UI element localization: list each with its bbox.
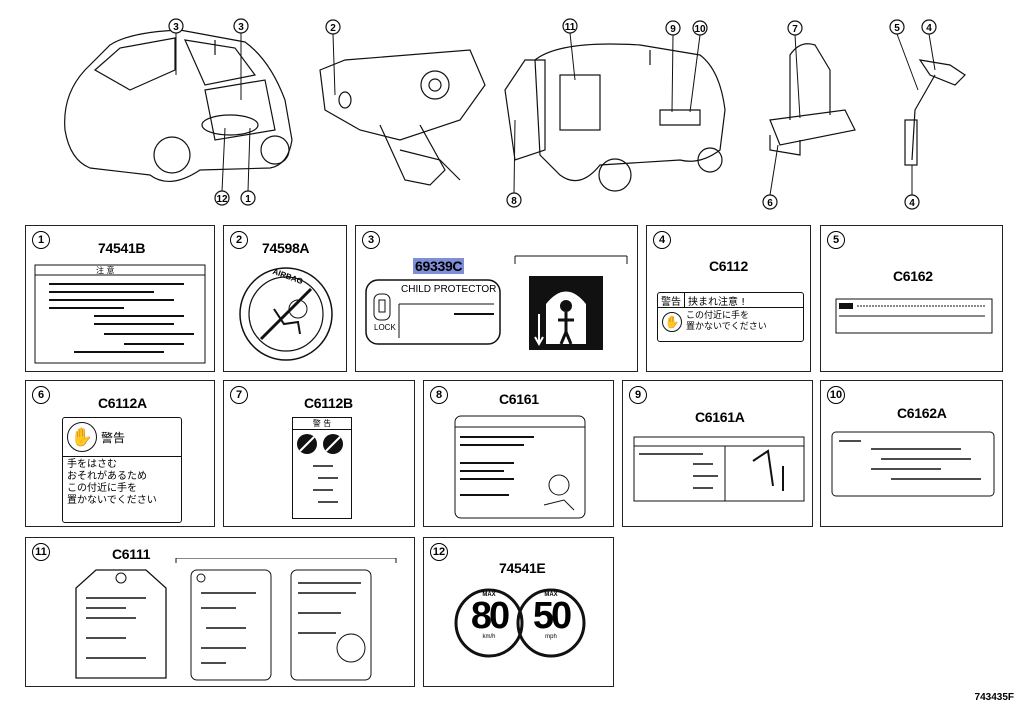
part-code: 74541B <box>98 240 146 256</box>
part-code: C6161A <box>695 409 745 425</box>
no-hand-icon: ✋ <box>662 312 682 332</box>
label-panel-9[interactable]: 9 C6161A <box>622 380 813 527</box>
part-code: C6112A <box>98 395 147 411</box>
label-panel-10[interactable]: 10 C6162A <box>820 380 1003 527</box>
label-panel-6[interactable]: 6 C6112A ✋ 警告 手をはさむ おそれがあるため この付近に手を 置かな… <box>25 380 215 527</box>
hang-tag-illustration <box>75 558 397 681</box>
label-illustration <box>297 434 343 503</box>
dashboard-illustration <box>319 49 486 186</box>
seat-illustration <box>769 43 856 156</box>
callout-top: 12 <box>216 194 228 205</box>
callout-top: 8 <box>511 196 517 207</box>
diagram-reference: 743435F <box>974 692 1014 703</box>
label-panel-2[interactable]: 2 74598A AIRBAG <box>223 225 347 372</box>
label-body-line: 手をはさむ <box>67 459 117 470</box>
label-panel-5[interactable]: 5 C6162 <box>820 225 1003 372</box>
pinch-warning-label: 警告 挟まれ注意 ! ✋ この付近に手を 置かないでください <box>657 292 804 342</box>
unit-mph: mph <box>545 634 557 640</box>
part-code: C6111 <box>112 546 151 562</box>
lift-seat-label <box>454 415 586 519</box>
panel-number: 3 <box>362 231 380 249</box>
pinch-caution-text: 挟まれ注意 ! <box>688 297 746 308</box>
label-body-line: この付近に手を <box>67 483 137 494</box>
child-protector-label <box>365 279 501 345</box>
part-code-highlighted[interactable]: 69339C <box>413 258 465 274</box>
warning-heading: 警 告 <box>293 418 351 430</box>
callout-top: 4 <box>926 23 932 34</box>
seat-warning-label: 警 告 <box>292 417 352 519</box>
label-body-line: おそれがあるため <box>67 471 147 482</box>
part-code: C6161 <box>499 391 539 407</box>
airbag-warning-icon <box>239 267 333 361</box>
label-panel-11[interactable]: 11 C6111 <box>25 537 415 687</box>
child-protector-title: CHILD PROTECTOR <box>401 284 497 295</box>
callout-top: 6 <box>767 198 773 209</box>
part-code: C6112B <box>304 395 353 411</box>
warning-heading: 警告 <box>101 430 126 445</box>
panel-number: 1 <box>32 231 50 249</box>
label-body-line: この付近に手を <box>686 311 750 321</box>
label-panel-3[interactable]: 3 69339C CHILD PROTECTOR LOCK <box>355 225 638 372</box>
callout-top: 3 <box>238 22 244 33</box>
child-lock-icon <box>514 255 628 350</box>
speed-value-kmh: 80 <box>470 595 510 637</box>
no-hand-icon: ✋ <box>67 422 97 452</box>
label-panel-1[interactable]: 1 74541B 注 意 <box>25 225 215 372</box>
hand-warning-label: ✋ 警告 手をはさむ おそれがあるため この付近に手を 置かないでください <box>62 417 182 523</box>
unit-kmh: km/h <box>482 634 496 640</box>
max-text: MAX <box>482 592 496 598</box>
label-illustration <box>835 298 993 334</box>
label-panel-4[interactable]: 4 C6112 警告 挟まれ注意 ! ✋ この付近に手を 置かないでください <box>646 225 811 372</box>
max-text: MAX <box>544 592 558 598</box>
warning-heading: 警告 <box>658 293 685 308</box>
lock-text: LOCK <box>374 323 396 332</box>
callout-top: 4 <box>909 198 915 209</box>
part-code: C6112 <box>709 258 748 274</box>
panel-number: 2 <box>230 231 248 249</box>
panel-number: 6 <box>32 386 50 404</box>
panel-number: 7 <box>230 386 248 404</box>
label-illustration <box>34 264 206 364</box>
panel-number: 8 <box>430 386 448 404</box>
label-body-line: 置かないでください <box>67 495 157 506</box>
label-panel-8[interactable]: 8 C6161 <box>423 380 614 527</box>
callout-top: 1 <box>245 194 251 205</box>
panel-number: 12 <box>430 543 448 561</box>
speed-value-mph: 50 <box>532 595 572 637</box>
seatbelt-illustration <box>904 59 966 166</box>
part-code: 74541E <box>499 560 546 576</box>
vehicle-illustrations: 3 3 2 11 9 10 7 5 4 12 1 8 6 4 <box>64 18 966 210</box>
part-code: C6162 <box>893 268 933 284</box>
callout-top: 9 <box>670 24 676 35</box>
part-code: 74598A <box>262 240 310 256</box>
car-open-doors-illustration <box>504 43 726 192</box>
label-body-line: 置かないでください <box>686 322 767 332</box>
callout-top: 2 <box>330 23 336 34</box>
label-heading: 注 意 <box>96 266 115 275</box>
part-code: C6162A <box>897 405 947 421</box>
label-panel-12[interactable]: 12 74541E MAX 80 km/h MAX 50 mph <box>423 537 614 687</box>
panel-number: 4 <box>653 231 671 249</box>
callout-top: 11 <box>565 22 576 33</box>
callout-top: 7 <box>792 24 798 35</box>
lift-warning-label <box>633 436 805 502</box>
label-illustration <box>831 431 995 497</box>
panel-number: 5 <box>827 231 845 249</box>
label-panel-7[interactable]: 7 C6112B 警 告 <box>223 380 415 527</box>
callout-top: 10 <box>694 24 706 35</box>
panel-number: 9 <box>629 386 647 404</box>
car-rear-view-illustration <box>64 29 293 182</box>
speed-limit-label <box>454 588 586 658</box>
panel-number: 10 <box>827 386 845 404</box>
panel-number: 11 <box>32 543 50 561</box>
callout-top: 5 <box>894 23 900 34</box>
callout-top: 3 <box>173 22 179 33</box>
